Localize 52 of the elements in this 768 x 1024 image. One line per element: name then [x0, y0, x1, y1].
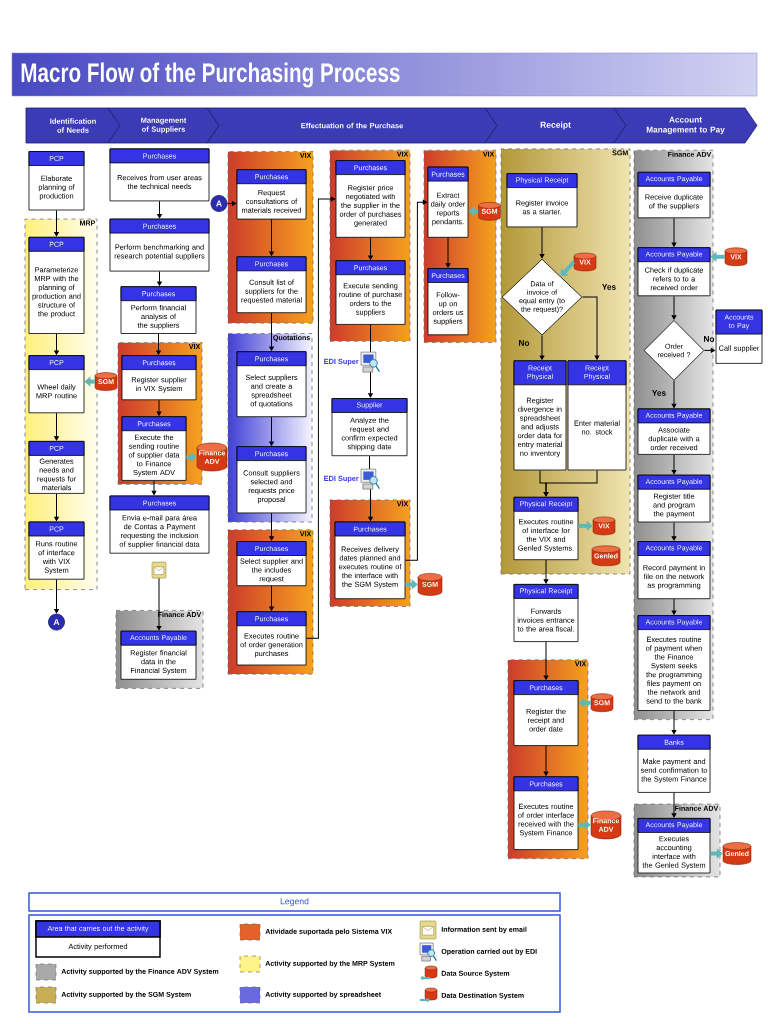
title: Macro Flow of the Purchasing Process: [21, 62, 400, 88]
arrow: [543, 745, 549, 776]
arrow: [269, 585, 274, 611]
edge-label: No: [704, 336, 715, 342]
arrow: [156, 333, 161, 355]
arrow: [671, 598, 677, 615]
arrow: [157, 271, 162, 286]
arrow: [156, 399, 162, 416]
arrow: [156, 577, 162, 631]
arrow: [54, 209, 59, 237]
phase-banner: Account Management to Pay: [613, 107, 758, 144]
arrow: [305, 196, 336, 639]
arrow: [539, 226, 545, 259]
legend-header: Legend: [28, 892, 561, 912]
arrow: [445, 237, 451, 268]
arrow: [368, 488, 373, 522]
envelope-icon: [151, 561, 167, 579]
arrow: [269, 416, 274, 446]
arrow: [269, 312, 274, 351]
arrow: [269, 512, 274, 541]
edge-label: Yes: [652, 390, 666, 396]
edge-label: Yes: [602, 284, 616, 290]
node-label: Account Management to Pay: [646, 116, 725, 135]
arrow: [671, 710, 677, 735]
arrow: [368, 371, 373, 398]
arrow: [703, 348, 716, 353]
data-arrow: [560, 260, 576, 277]
edge-label: No: [519, 340, 530, 346]
arrow: [671, 217, 677, 247]
arrow: [54, 333, 59, 355]
arrow: [157, 200, 162, 219]
arrow: [269, 219, 274, 256]
arrow: [543, 559, 549, 584]
arrow: [404, 199, 428, 561]
arrow: [539, 335, 545, 360]
arrow: [368, 237, 373, 260]
arrow: [54, 493, 59, 522]
phase-banner: Receipt: [484, 107, 627, 144]
arrow: [581, 296, 600, 360]
arrow: [671, 792, 677, 818]
connector-line: [369, 455, 370, 470]
arrow: [54, 579, 59, 614]
arrow: [671, 380, 677, 408]
arrow: [54, 412, 59, 441]
arrow: [671, 295, 677, 320]
arrow: [151, 480, 157, 496]
arrow: [543, 469, 598, 497]
arrow: [671, 521, 677, 541]
arrow: [671, 454, 677, 475]
arrow: [543, 641, 549, 680]
connector-line: [370, 324, 371, 353]
arrow: [226, 201, 237, 206]
